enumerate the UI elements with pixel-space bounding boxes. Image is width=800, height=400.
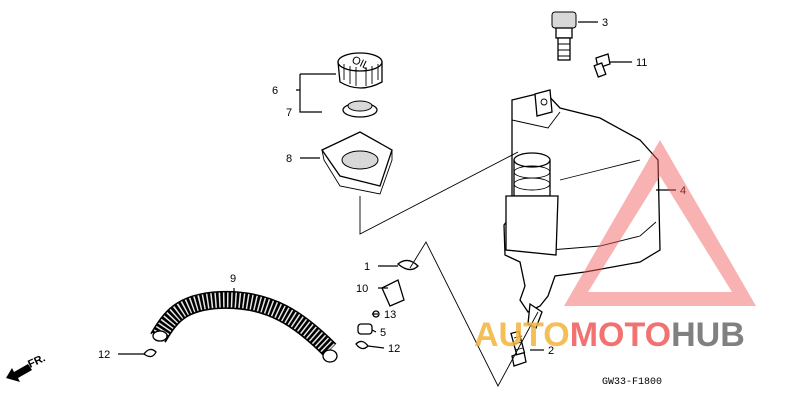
filler-grommet bbox=[321, 131, 393, 195]
callout-8: 8 bbox=[286, 153, 292, 165]
hose-joint-10 bbox=[381, 279, 405, 307]
callout-4: 4 bbox=[680, 185, 686, 197]
callout-9: 9 bbox=[230, 273, 236, 285]
bolt-2 bbox=[510, 330, 527, 367]
clip-12-right bbox=[355, 340, 369, 350]
hose-joint-clip-1 bbox=[396, 259, 419, 271]
oil-hose bbox=[150, 290, 338, 363]
hose-clip-left bbox=[143, 348, 157, 358]
callout-13: 13 bbox=[384, 309, 396, 321]
oil-level-sensor bbox=[551, 11, 577, 61]
leader-lines bbox=[118, 21, 676, 355]
callout-6: 6 bbox=[272, 85, 278, 97]
callout-3: 3 bbox=[602, 17, 608, 29]
callout-10: 10 bbox=[356, 283, 368, 295]
watermark-moto: MOTO bbox=[570, 316, 671, 354]
watermark-triangle-icon bbox=[564, 140, 756, 306]
callout-11: 11 bbox=[636, 57, 647, 69]
callout-12-left: 12 bbox=[98, 349, 110, 361]
front-direction-indicator: FR. bbox=[6, 352, 47, 382]
oil-filler-cap: OIL bbox=[337, 52, 383, 89]
oil-tank bbox=[503, 89, 661, 329]
callout-2: 2 bbox=[548, 345, 554, 357]
callout-5: 5 bbox=[380, 327, 386, 339]
bolt-11 bbox=[593, 53, 611, 78]
front-arrow-icon bbox=[6, 364, 32, 382]
watermark: AUTOMOTOHUB bbox=[474, 140, 756, 354]
cap-seal bbox=[342, 100, 378, 118]
watermark-text: AUTOMOTOHUB bbox=[474, 316, 745, 354]
assembly-lines bbox=[359, 151, 539, 387]
callout-12-right: 12 bbox=[388, 343, 400, 355]
callout-1: 1 bbox=[364, 261, 370, 273]
callout-labels: 3 11 6 7 8 4 9 1 10 13 5 12 2 12 bbox=[98, 17, 686, 361]
watermark-hub: HUB bbox=[671, 316, 745, 354]
front-direction-label: FR. bbox=[26, 352, 47, 370]
joint-5 bbox=[357, 323, 373, 335]
diagram-code: GW33-F1800 bbox=[602, 377, 662, 388]
watermark-auto: AUTO bbox=[474, 316, 570, 354]
callout-7: 7 bbox=[286, 107, 292, 119]
